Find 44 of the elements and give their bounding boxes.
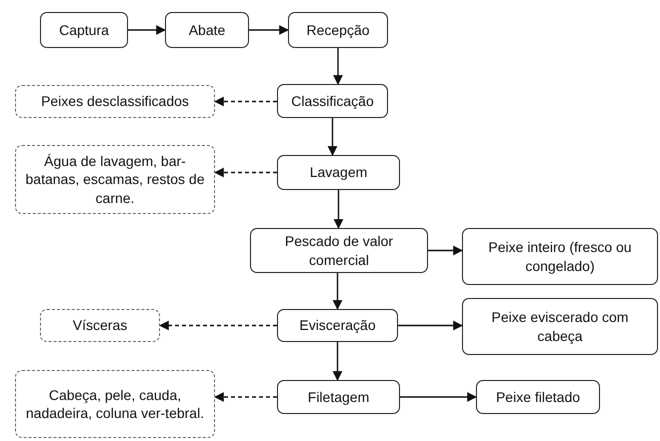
box-label: Peixe eviscerado com cabeça [490, 308, 630, 345]
arrow [332, 273, 342, 310]
arrow [334, 190, 344, 229]
arrow [214, 168, 277, 178]
box-label: Peixe filetado [496, 388, 580, 406]
output-box [15, 370, 215, 438]
process-box [277, 309, 398, 342]
arrow [398, 320, 463, 330]
process-box [462, 298, 658, 355]
output-box [15, 145, 215, 214]
box-label: Pescado de valor comercial [284, 232, 394, 269]
box-label: Lavagem [310, 163, 368, 182]
arrow [400, 392, 477, 402]
output-box [15, 85, 215, 118]
box-label: Peixes desclassificados [41, 92, 189, 111]
box-label: Evisceração [299, 316, 376, 335]
process-box [462, 228, 658, 285]
box-label: Classificação [291, 92, 374, 110]
process-box [250, 228, 428, 273]
arrow [328, 118, 338, 156]
process-box [165, 12, 249, 48]
box-label: Vísceras [72, 316, 128, 335]
arrow [249, 25, 289, 35]
box-label: Captura [59, 20, 109, 40]
box-label: Recepção [306, 20, 370, 40]
process-box [476, 380, 600, 414]
arrow [214, 392, 277, 402]
arrow [159, 320, 277, 330]
arrow [333, 48, 343, 85]
box-label: Peixe inteiro (fresco ou congelado) [487, 238, 633, 275]
arrow [214, 96, 277, 106]
process-box [277, 155, 400, 190]
process-box [288, 12, 388, 48]
arrow [428, 246, 463, 256]
box-label: Filetagem [308, 388, 370, 406]
process-box [277, 84, 388, 118]
process-box [40, 12, 128, 48]
arrow [332, 342, 342, 381]
box-label: Abate [188, 20, 226, 40]
arrow [128, 25, 166, 35]
output-box [40, 309, 160, 342]
box-label: Água de lavagem, bar-batanas, escamas, restos de carne. [24, 152, 206, 207]
process-box [277, 380, 400, 414]
box-label: Cabeça, pele, cauda, nadadeira, coluna ver-tebral. [24, 386, 206, 422]
